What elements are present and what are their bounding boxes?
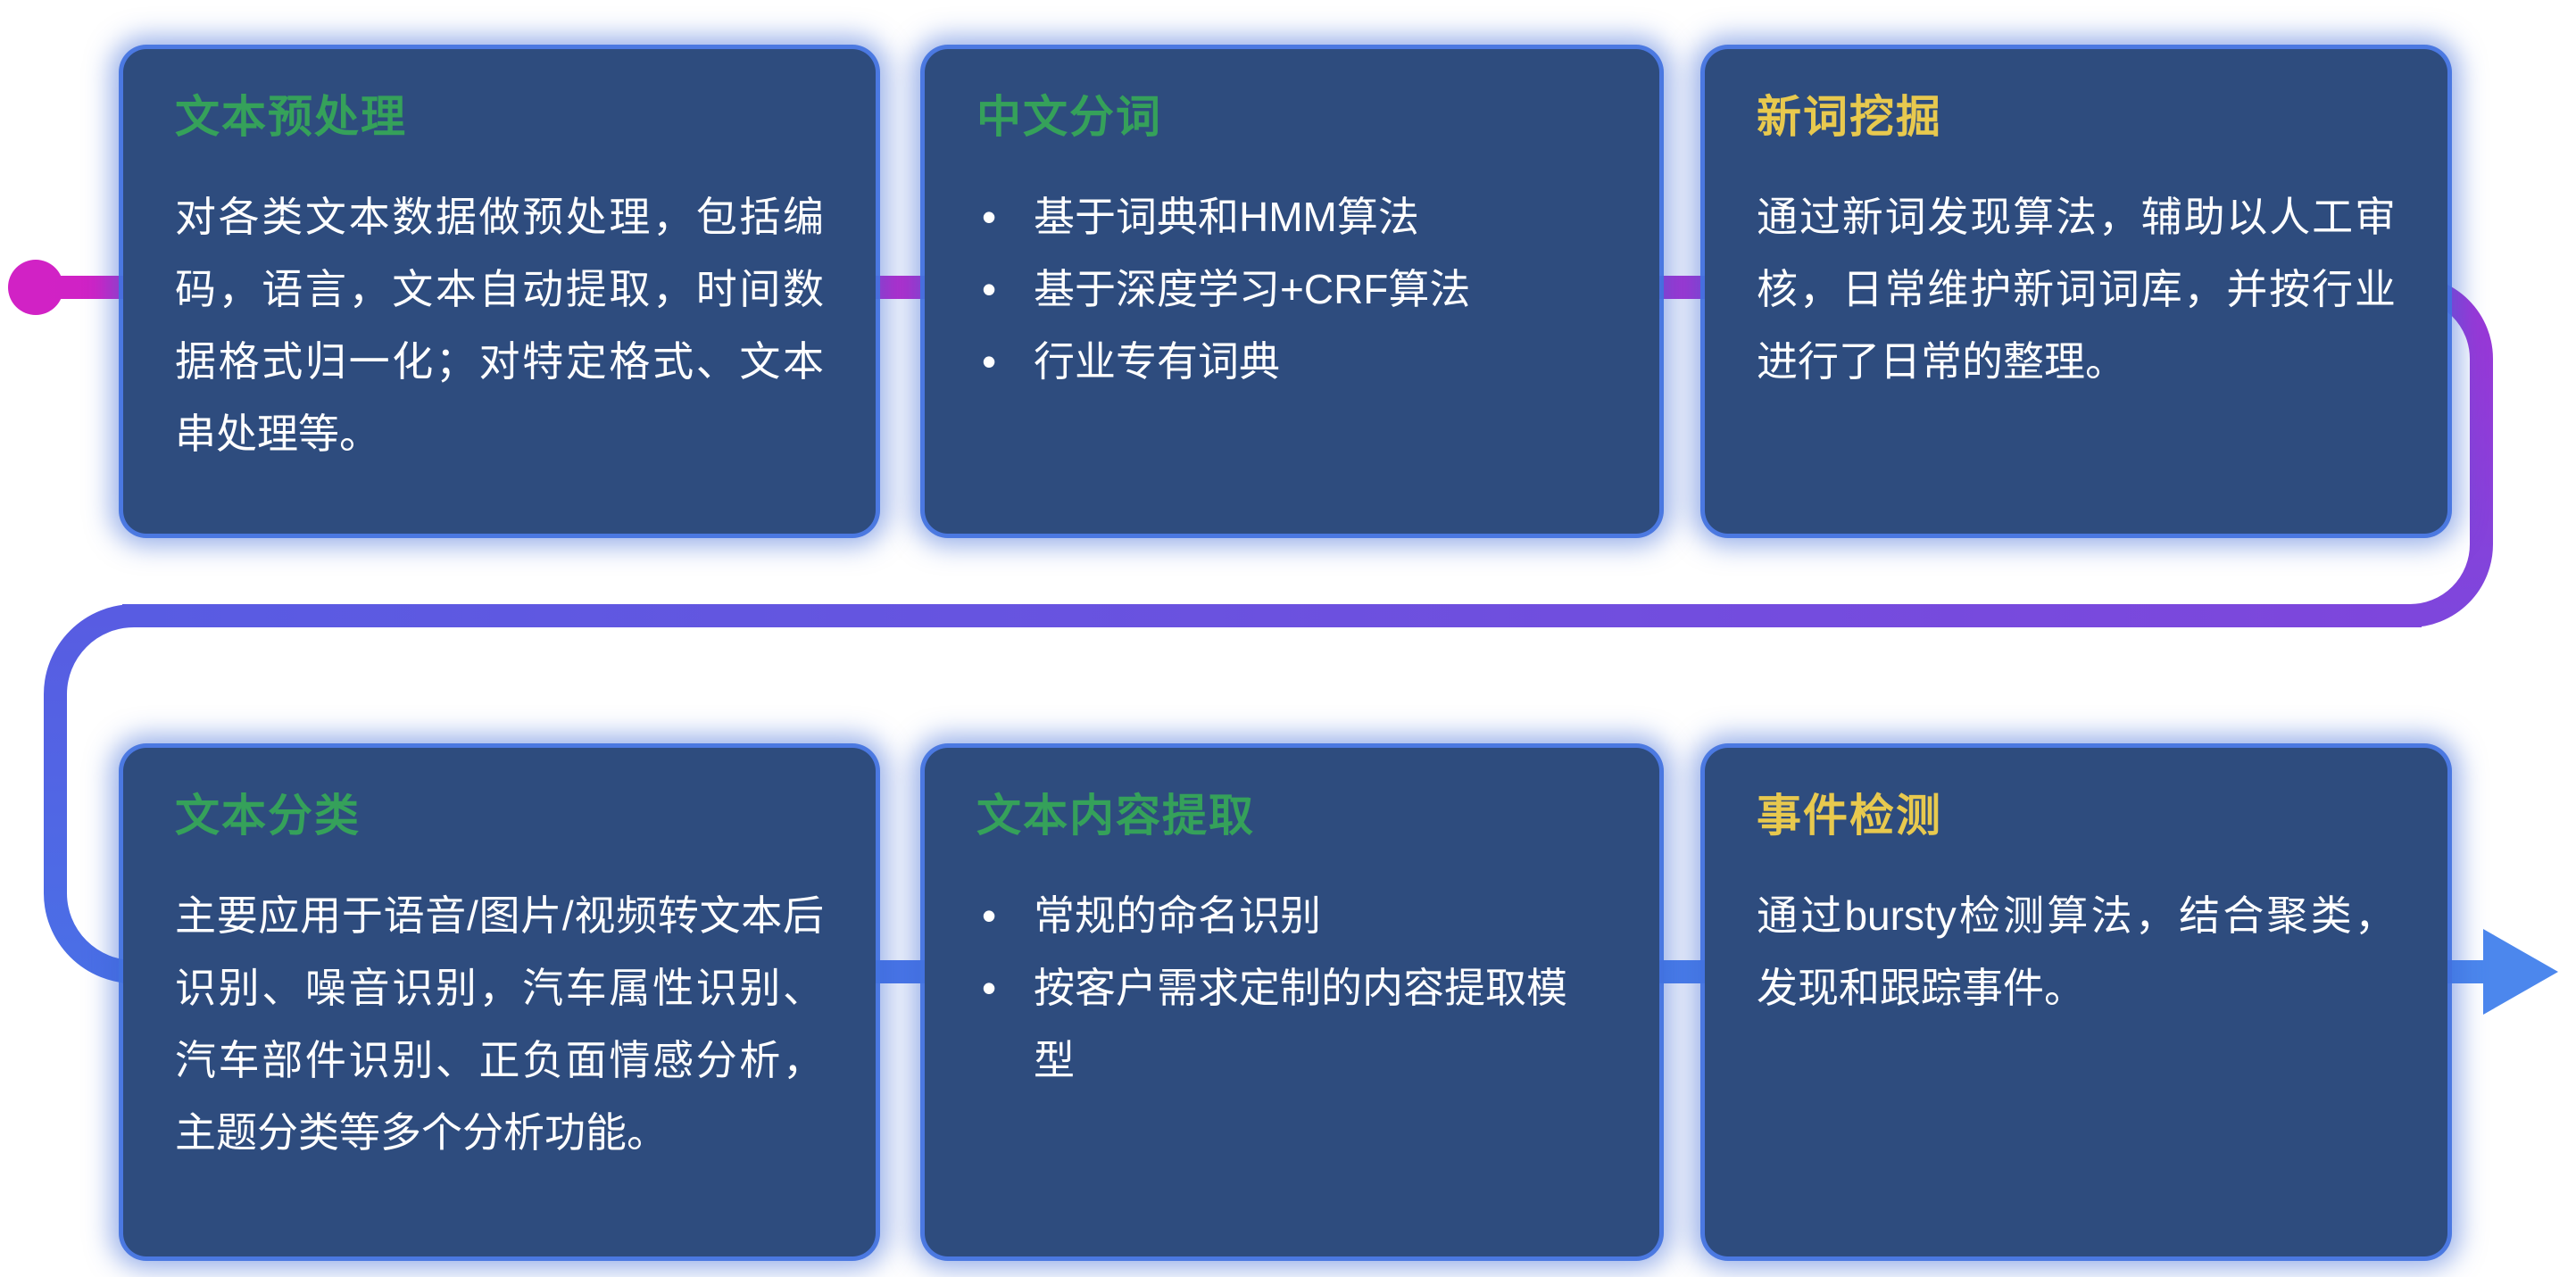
card-title: 新词挖掘 (1757, 92, 1942, 142)
flow-segment-left-curve (44, 603, 146, 984)
card-text-preprocessing: 文本预处理 对各类文本数据做预处理，包括编码，语言，文本自动提取，时间数据格式归… (123, 49, 876, 534)
card-body: 主要应用于语音/图片/视频转文本后识别、噪音识别，汽车属性识别、汽车部件识别、正… (175, 892, 824, 1156)
bullet-item: 基于深度学习+CRF算法 (976, 253, 1608, 326)
bullet-item: 基于词典和HMM算法 (976, 181, 1608, 253)
card-bullet-list: 常规的命名识别按客户需求定制的内容提取模型 (976, 880, 1608, 1097)
bullet-item: 按客户需求定制的内容提取模型 (976, 952, 1608, 1097)
bullet-item: 常规的命名识别 (976, 880, 1608, 952)
card-title: 中文分词 (976, 92, 1162, 142)
card-text-classification: 文本分类 主要应用于语音/图片/视频转文本后识别、噪音识别，汽车属性识别、汽车部… (123, 748, 876, 1256)
card-body: 通过bursty检测算法，结合聚类，发现和跟踪事件。 (1757, 892, 2396, 1011)
card-title: 文本预处理 (175, 92, 407, 142)
card-body: 对各类文本数据做预处理，包括编码，语言，文本自动提取，时间数据格式归一化；对特定… (175, 194, 824, 457)
card-title: 文本内容提取 (976, 791, 1255, 841)
card-title: 文本分类 (175, 791, 361, 841)
card-chinese-word-segmentation: 中文分词 基于词典和HMM算法基于深度学习+CRF算法行业专有词典 (925, 49, 1659, 534)
bullet-item: 行业专有词典 (976, 326, 1608, 398)
card-event-detection: 事件检测 通过bursty检测算法，结合聚类，发现和跟踪事件。 (1705, 748, 2447, 1256)
card-new-word-mining: 新词挖掘 通过新词发现算法，辅助以人工审核，日常维护新词词库，并按行业进行了日常… (1705, 49, 2447, 534)
card-body: 通过新词发现算法，辅助以人工审核，日常维护新词词库，并按行业进行了日常的整理。 (1757, 194, 2396, 385)
flow-arrow-right-icon (2483, 929, 2558, 1015)
card-title: 事件检测 (1757, 791, 1942, 841)
card-text-content-extraction: 文本内容提取 常规的命名识别按客户需求定制的内容提取模型 (925, 748, 1659, 1256)
card-bullet-list: 基于词典和HMM算法基于深度学习+CRF算法行业专有词典 (976, 181, 1608, 398)
